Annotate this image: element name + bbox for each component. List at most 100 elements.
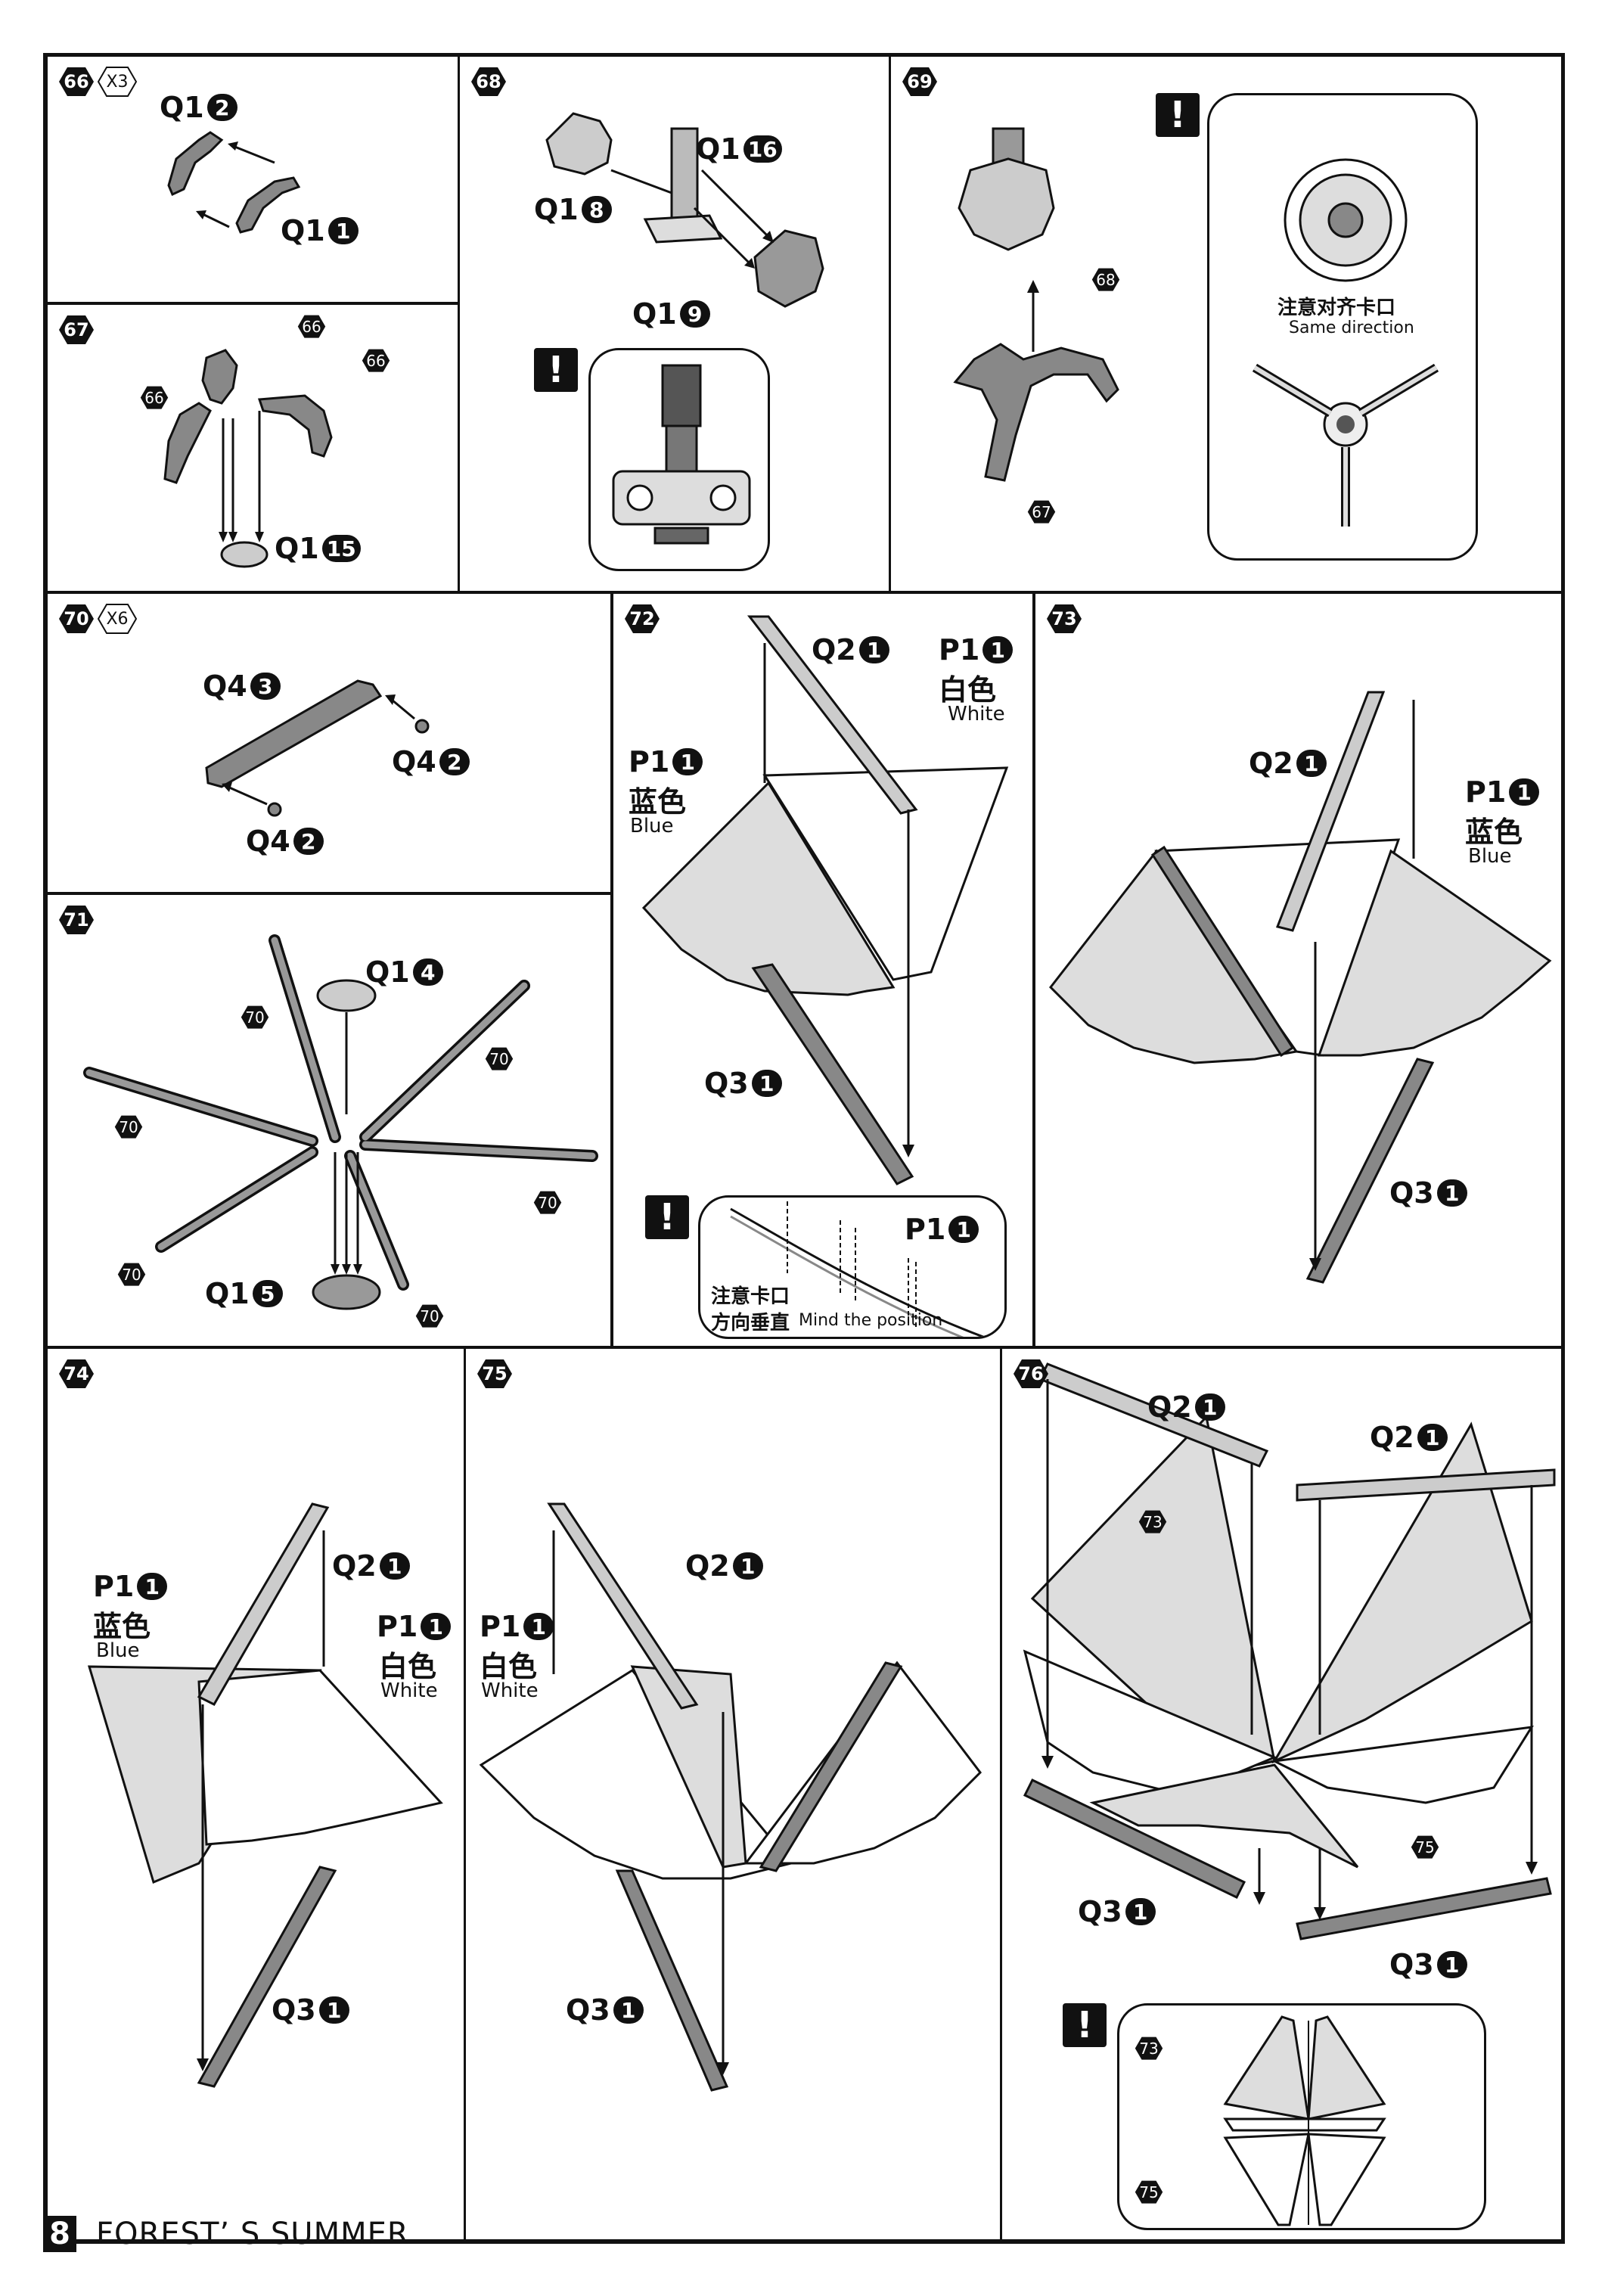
notice-callout: 73 75 [1117,2003,1486,2230]
note-chinese: 注意卡口 [711,1285,790,1308]
step-ref-66: 66 [140,385,169,411]
color-label-en: White [380,1679,438,1702]
step-ref-67: 67 [1027,499,1056,525]
step-number-69: 69 [902,66,938,98]
step-ref-70: 70 [415,1303,444,1329]
note-english: Mind the position [799,1311,943,1330]
step-number-72: 72 [624,603,660,635]
color-label-cn: 白色 [939,673,997,707]
step-number-74: 74 [58,1358,95,1390]
step-number-73: 73 [1046,603,1082,635]
color-label-cn: 蓝色 [1465,816,1523,849]
warning-exclamation-icon: ! [534,348,578,392]
step-number-68: 68 [470,66,507,98]
step-ref-70: 70 [114,1114,143,1140]
color-label-en: White [481,1679,539,1702]
color-label-en: White [948,703,1005,725]
step-72-drawing [641,615,1009,1185]
step-ref-70: 70 [117,1262,146,1288]
step-66-drawing [167,131,301,234]
color-label-cn: 白色 [480,1650,538,1683]
notice-callout [588,348,770,571]
color-label-cn: 蓝色 [629,785,687,819]
warning-exclamation-icon: ! [645,1195,689,1239]
notice-callout: 注意对齐卡口 Same direction [1207,93,1478,561]
step-number-66: 66 [58,66,95,98]
step-number-75: 75 [477,1358,513,1390]
page-footer: 8 FOREST’ S SUMMER [43,2213,409,2254]
step-number-76: 76 [1013,1358,1049,1390]
step-number-71: 71 [58,904,95,936]
color-label-en: Blue [630,815,674,837]
step-ref-75: 75 [1411,1835,1439,1860]
step-68-drawing [545,112,824,308]
step-ref-70: 70 [241,1005,269,1030]
step-ref-70: 70 [485,1046,514,1072]
step-ref-68: 68 [1091,267,1120,293]
step-ref-66: 66 [362,348,390,374]
page-title: FOREST’ S SUMMER [96,2216,409,2251]
step-number-70: 70 [58,603,95,635]
note-chinese: 注意对齐卡口 [1277,297,1396,319]
multiplier-badge: X3 [98,66,137,98]
step-71-drawing [83,934,598,1310]
step-74-drawing [87,1502,443,2088]
step-73-drawing [1049,691,1552,1284]
note-english: Same direction [1289,318,1414,337]
step-75-drawing [479,1502,982,2092]
step-69-drawing [953,127,1119,482]
color-label-cn: 蓝色 [93,1610,151,1643]
step-number-67: 67 [58,314,95,346]
note-chinese: 方向垂直 [711,1312,790,1334]
step-ref-70: 70 [533,1190,562,1216]
step-69-panel: 69 68 67 ! 注意对齐卡口 Same direction [889,54,1563,593]
step-67-drawing [163,349,333,568]
step-ref-66: 66 [297,314,326,340]
warning-exclamation-icon: ! [1156,93,1200,137]
warning-exclamation-icon: ! [1063,2003,1107,2047]
color-label-cn: 白色 [379,1650,437,1683]
step-ref-73: 73 [1138,1509,1167,1535]
step-ref-73: 73 [1135,2036,1163,2061]
page-number: 8 [43,2215,76,2252]
step-76-drawing [1023,1362,1556,1940]
step-ref-75: 75 [1135,2179,1163,2205]
step-70-drawing [205,679,430,817]
color-label-en: Blue [96,1639,140,1662]
